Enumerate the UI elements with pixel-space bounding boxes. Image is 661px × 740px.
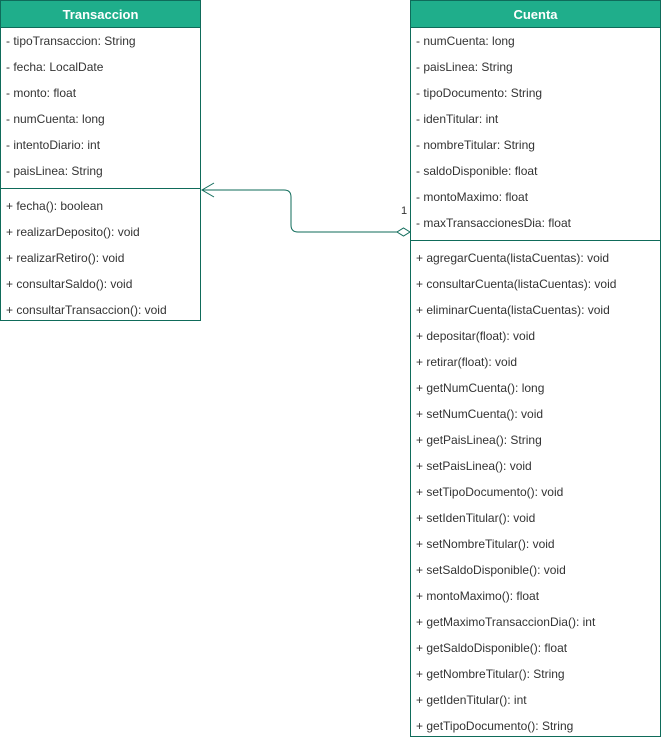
class-cuenta-header[interactable]: Cuenta [411, 1, 660, 28]
method-row[interactable]: + setNombreTitular(): void [416, 537, 555, 551]
method-row[interactable]: + realizarDeposito(): void [6, 225, 140, 239]
method-row[interactable]: + consultarTransaccion(): void [6, 303, 167, 317]
method-row[interactable]: + setSaldoDisponible(): void [416, 563, 566, 577]
attribute-row[interactable]: - maxTransaccionesDia: float [416, 216, 571, 230]
method-row[interactable]: + agregarCuenta(listaCuentas): void [416, 251, 610, 265]
association-line [202, 189, 397, 233]
aggregation-diamond-icon [396, 227, 411, 237]
method-row[interactable]: + getNumCuenta(): long [416, 381, 545, 395]
attribute-row[interactable]: - intentoDiario: int [6, 138, 101, 152]
method-row[interactable]: + getNombreTitular(): String [416, 667, 565, 681]
attribute-row[interactable]: - tipoTransaccion: String [6, 34, 136, 48]
attribute-row[interactable]: - saldoDisponible: float [416, 164, 538, 178]
method-row[interactable]: + getMaximoTransaccionDia(): int [416, 615, 596, 629]
open-arrowhead-icon [201, 182, 215, 198]
class-cuenta-attributes: - numCuenta: long - paisLinea: String - … [411, 28, 660, 236]
attribute-row[interactable]: - idenTitular: int [416, 112, 499, 126]
class-cuenta[interactable]: Cuenta - numCuenta: long - paisLinea: St… [410, 0, 661, 737]
attribute-row[interactable]: - paisLinea: String [6, 164, 103, 178]
method-row[interactable]: + fecha(): boolean [6, 199, 104, 213]
class-cuenta-methods: + agregarCuenta(listaCuentas): void + co… [411, 245, 660, 739]
method-row[interactable]: + getPaisLinea(): String [416, 433, 542, 447]
attribute-row[interactable]: - monto: float [6, 86, 77, 100]
method-row[interactable]: + montoMaximo(): float [416, 589, 540, 603]
method-row[interactable]: + consultarSaldo(): void [6, 277, 133, 291]
attribute-row[interactable]: - numCuenta: long [416, 34, 515, 48]
class-transaccion-header[interactable]: Transaccion [1, 1, 200, 28]
attribute-row[interactable]: - fecha: LocalDate [6, 60, 104, 74]
class-transaccion-attributes: - tipoTransaccion: String - fecha: Local… [1, 28, 200, 184]
attribute-row[interactable]: - tipoDocumento: String [416, 86, 543, 100]
method-row[interactable]: + realizarRetiro(): void [6, 251, 125, 265]
method-row[interactable]: + depositar(float): void [416, 329, 536, 343]
multiplicity-label: 1 [401, 205, 408, 217]
method-row[interactable]: + eliminarCuenta(listaCuentas): void [416, 303, 610, 317]
method-row[interactable]: + consultarCuenta(listaCuentas): void [416, 277, 617, 291]
class-transaccion-methods: + fecha(): boolean + realizarDeposito():… [1, 193, 200, 323]
method-row[interactable]: + getTipoDocumento(): String [416, 719, 574, 733]
method-row[interactable]: + setNumCuenta(): void [416, 407, 544, 421]
class-transaccion[interactable]: Transaccion - tipoTransaccion: String - … [0, 0, 201, 321]
method-row[interactable]: + retirar(float): void [416, 355, 518, 369]
attribute-row[interactable]: - paisLinea: String [416, 60, 513, 74]
class-divider [1, 188, 200, 189]
method-row[interactable]: + getIdenTitular(): int [416, 693, 527, 707]
attribute-row[interactable]: - montoMaximo: float [416, 190, 529, 204]
class-divider [411, 240, 660, 241]
method-row[interactable]: + getSaldoDisponible(): float [416, 641, 568, 655]
attribute-row[interactable]: - numCuenta: long [6, 112, 105, 126]
method-row[interactable]: + setTipoDocumento(): void [416, 485, 564, 499]
method-row[interactable]: + setPaisLinea(): void [416, 459, 532, 473]
attribute-row[interactable]: - nombreTitular: String [416, 138, 535, 152]
method-row[interactable]: + setIdenTitular(): void [416, 511, 536, 525]
